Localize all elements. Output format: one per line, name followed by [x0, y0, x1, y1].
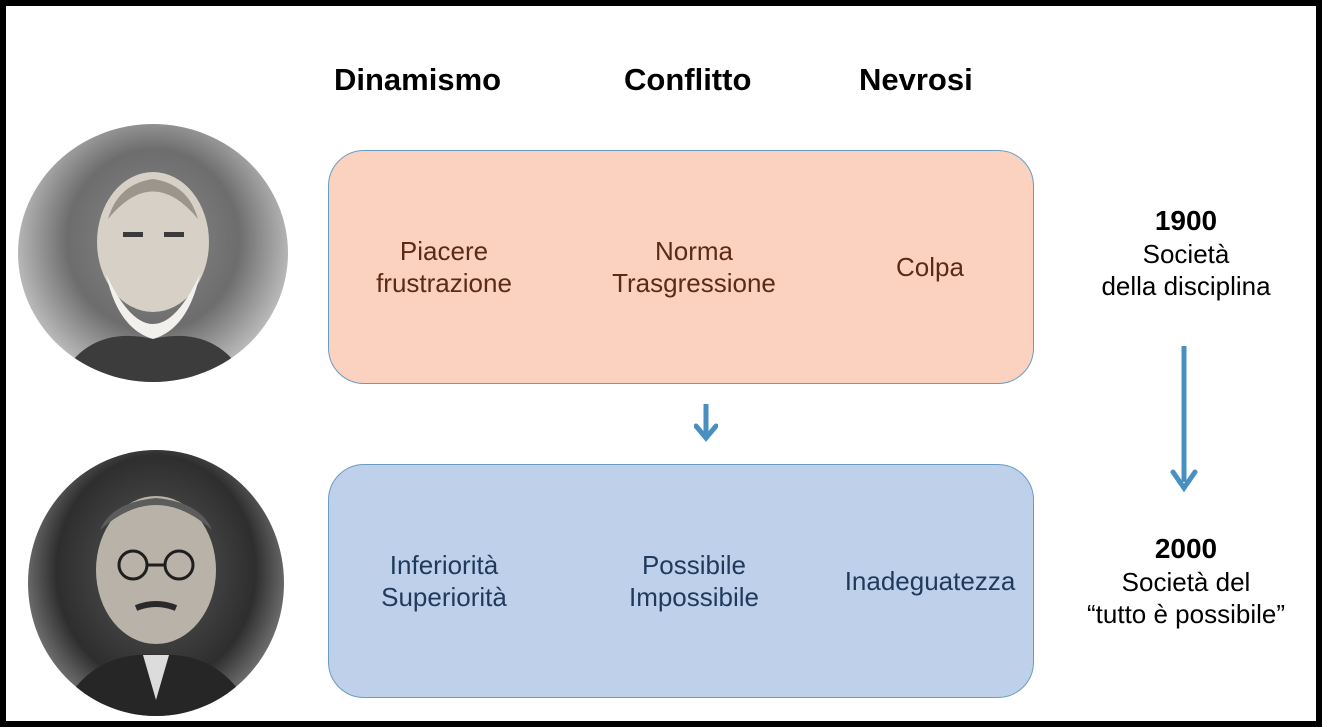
header-nevrosi: Nevrosi: [859, 62, 973, 97]
era-label-1900: 1900 Società della disciplina: [1061, 204, 1311, 302]
arrow-down-center-icon: [694, 404, 718, 442]
cell-dinamismo-1900: Piacere frustrazione: [376, 236, 512, 298]
era-year-1900: 1900: [1154, 205, 1218, 236]
portrait-photo-top: [18, 124, 288, 382]
header-conflitto: Conflitto: [624, 62, 752, 97]
cell-nevrosi-2000: Inadeguatezza: [844, 566, 1016, 596]
portrait-illustration-top: [58, 172, 248, 382]
header-dinamismo: Dinamismo: [334, 62, 502, 97]
era-description-2000: Società del “tutto è possibile”: [1087, 567, 1285, 629]
cell-conflitto-2000: Possibile Impossibile: [628, 550, 760, 612]
cell-nevrosi-1900: Colpa: [896, 252, 964, 282]
era-year-2000: 2000: [1154, 533, 1218, 564]
era-description-1900: Società della disciplina: [1101, 239, 1271, 301]
portrait-photo-bottom: [28, 450, 284, 716]
cell-conflitto-1900: Norma Trasgressione: [612, 236, 776, 298]
era-label-2000: 2000 Società del “tutto è possibile”: [1061, 532, 1311, 630]
slide: Dinamismo Conflitto Nevrosi Piacere frus: [6, 6, 1316, 721]
arrow-down-timeline-icon: [1170, 346, 1198, 493]
cell-dinamismo-2000: Inferiorità Superiorità: [381, 550, 507, 612]
portrait-illustration-bottom: [58, 496, 254, 716]
row-box-1900: Piacere frustrazione Norma Trasgressione…: [328, 150, 1034, 384]
row-box-2000: Inferiorità Superiorità Possibile Imposs…: [328, 464, 1034, 698]
